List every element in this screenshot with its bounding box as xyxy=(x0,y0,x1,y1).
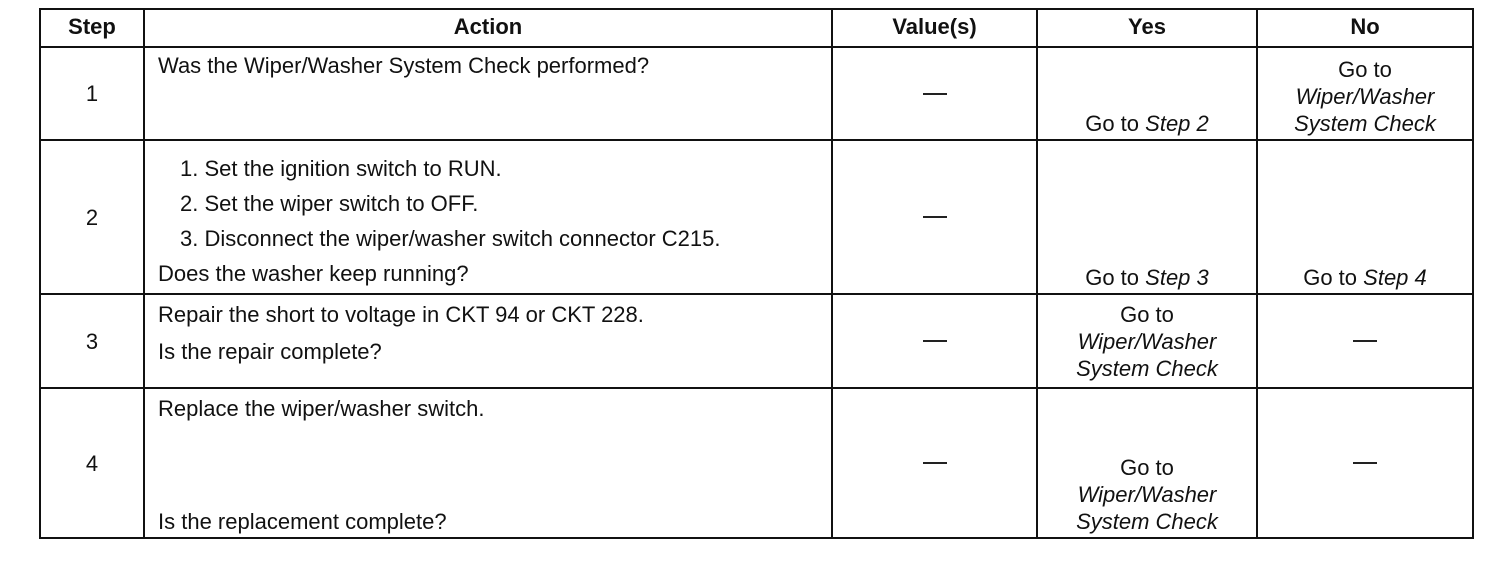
em-dash: — xyxy=(922,216,947,218)
header-yes: Yes xyxy=(1036,10,1256,46)
action-text: Repair the short to voltage in CKT 94 or… xyxy=(158,302,644,327)
table-row: 3 Repair the short to voltage in CKT 94 … xyxy=(41,293,1472,387)
yes-cell: Go to Step 3 xyxy=(1036,141,1256,293)
yes-step-link[interactable]: Step 2 xyxy=(1145,111,1209,136)
action-cell: Replace the wiper/washer switch. Is the … xyxy=(143,389,831,537)
no-step-link[interactable]: Step 4 xyxy=(1363,265,1427,290)
table-row: 4 Replace the wiper/washer switch. Is th… xyxy=(41,387,1472,537)
action-cell: 1. Set the ignition switch to RUN. 2. Se… xyxy=(143,141,831,293)
yes-prefix: Go to xyxy=(1120,301,1174,327)
em-dash: — xyxy=(922,462,947,464)
no-link-line2[interactable]: System Check xyxy=(1294,111,1436,136)
action-substep: 3. Disconnect the wiper/washer switch co… xyxy=(180,226,721,251)
header-action: Action xyxy=(143,10,831,46)
table-row: 1 Was the Wiper/Washer System Check perf… xyxy=(41,46,1472,139)
header-step: Step xyxy=(68,14,116,39)
yes-link-line1[interactable]: Wiper/Washer xyxy=(1077,482,1217,507)
action-cell: Was the Wiper/Washer System Check perfor… xyxy=(143,48,831,139)
table-header-row: Step Action Value(s) Yes No xyxy=(41,10,1472,46)
no-cell: Go to Step 4 xyxy=(1256,141,1472,293)
step-number: 1 xyxy=(85,81,99,106)
table-row: 2 1. Set the ignition switch to RUN. 2. … xyxy=(41,139,1472,293)
action-substep: 1. Set the ignition switch to RUN. xyxy=(180,156,502,181)
header-no: No xyxy=(1256,10,1472,46)
em-dash: — xyxy=(1353,462,1377,464)
yes-link-line2[interactable]: System Check xyxy=(1076,355,1218,381)
value-cell: — xyxy=(831,48,1036,139)
yes-link-line1[interactable]: Wiper/Washer xyxy=(1077,328,1217,354)
no-link-line1[interactable]: Wiper/Washer xyxy=(1295,84,1435,109)
em-dash: — xyxy=(1353,340,1377,342)
yes-cell: Go to Wiper/Washer System Check xyxy=(1036,389,1256,537)
yes-link-line2[interactable]: System Check xyxy=(1076,509,1218,534)
action-question: Is the replacement complete? xyxy=(158,509,447,534)
header-values: Value(s) xyxy=(831,10,1036,46)
action-cell: Repair the short to voltage in CKT 94 or… xyxy=(143,295,831,387)
action-substep: 2. Set the wiper switch to OFF. xyxy=(180,191,479,216)
yes-prefix: Go to xyxy=(1085,265,1140,290)
no-cell: — xyxy=(1256,295,1472,387)
yes-step-link[interactable]: Step 3 xyxy=(1145,265,1209,290)
yes-cell: Go to Step 2 xyxy=(1036,48,1256,139)
step-number: 2 xyxy=(85,204,99,230)
value-cell: — xyxy=(831,389,1036,537)
no-cell: Go to Wiper/Washer System Check xyxy=(1256,48,1472,139)
action-text: Replace the wiper/washer switch. xyxy=(158,396,485,421)
no-prefix: Go to xyxy=(1338,57,1392,82)
diagnostic-table: Step Action Value(s) Yes No 1 Was the Wi… xyxy=(39,8,1474,539)
step-number: 4 xyxy=(85,450,99,476)
yes-prefix: Go to xyxy=(1120,455,1174,480)
step-number: 3 xyxy=(85,328,99,354)
no-prefix: Go to xyxy=(1303,265,1358,290)
yes-prefix: Go to xyxy=(1085,111,1140,136)
value-cell: — xyxy=(831,141,1036,293)
value-cell: — xyxy=(831,295,1036,387)
action-question: Does the washer keep running? xyxy=(158,261,469,286)
action-text: Was the Wiper/Washer System Check perfor… xyxy=(158,53,650,78)
no-cell: — xyxy=(1256,389,1472,537)
yes-cell: Go to Wiper/Washer System Check xyxy=(1036,295,1256,387)
em-dash: — xyxy=(922,340,947,342)
action-question: Is the repair complete? xyxy=(158,339,382,364)
em-dash: — xyxy=(922,92,947,95)
